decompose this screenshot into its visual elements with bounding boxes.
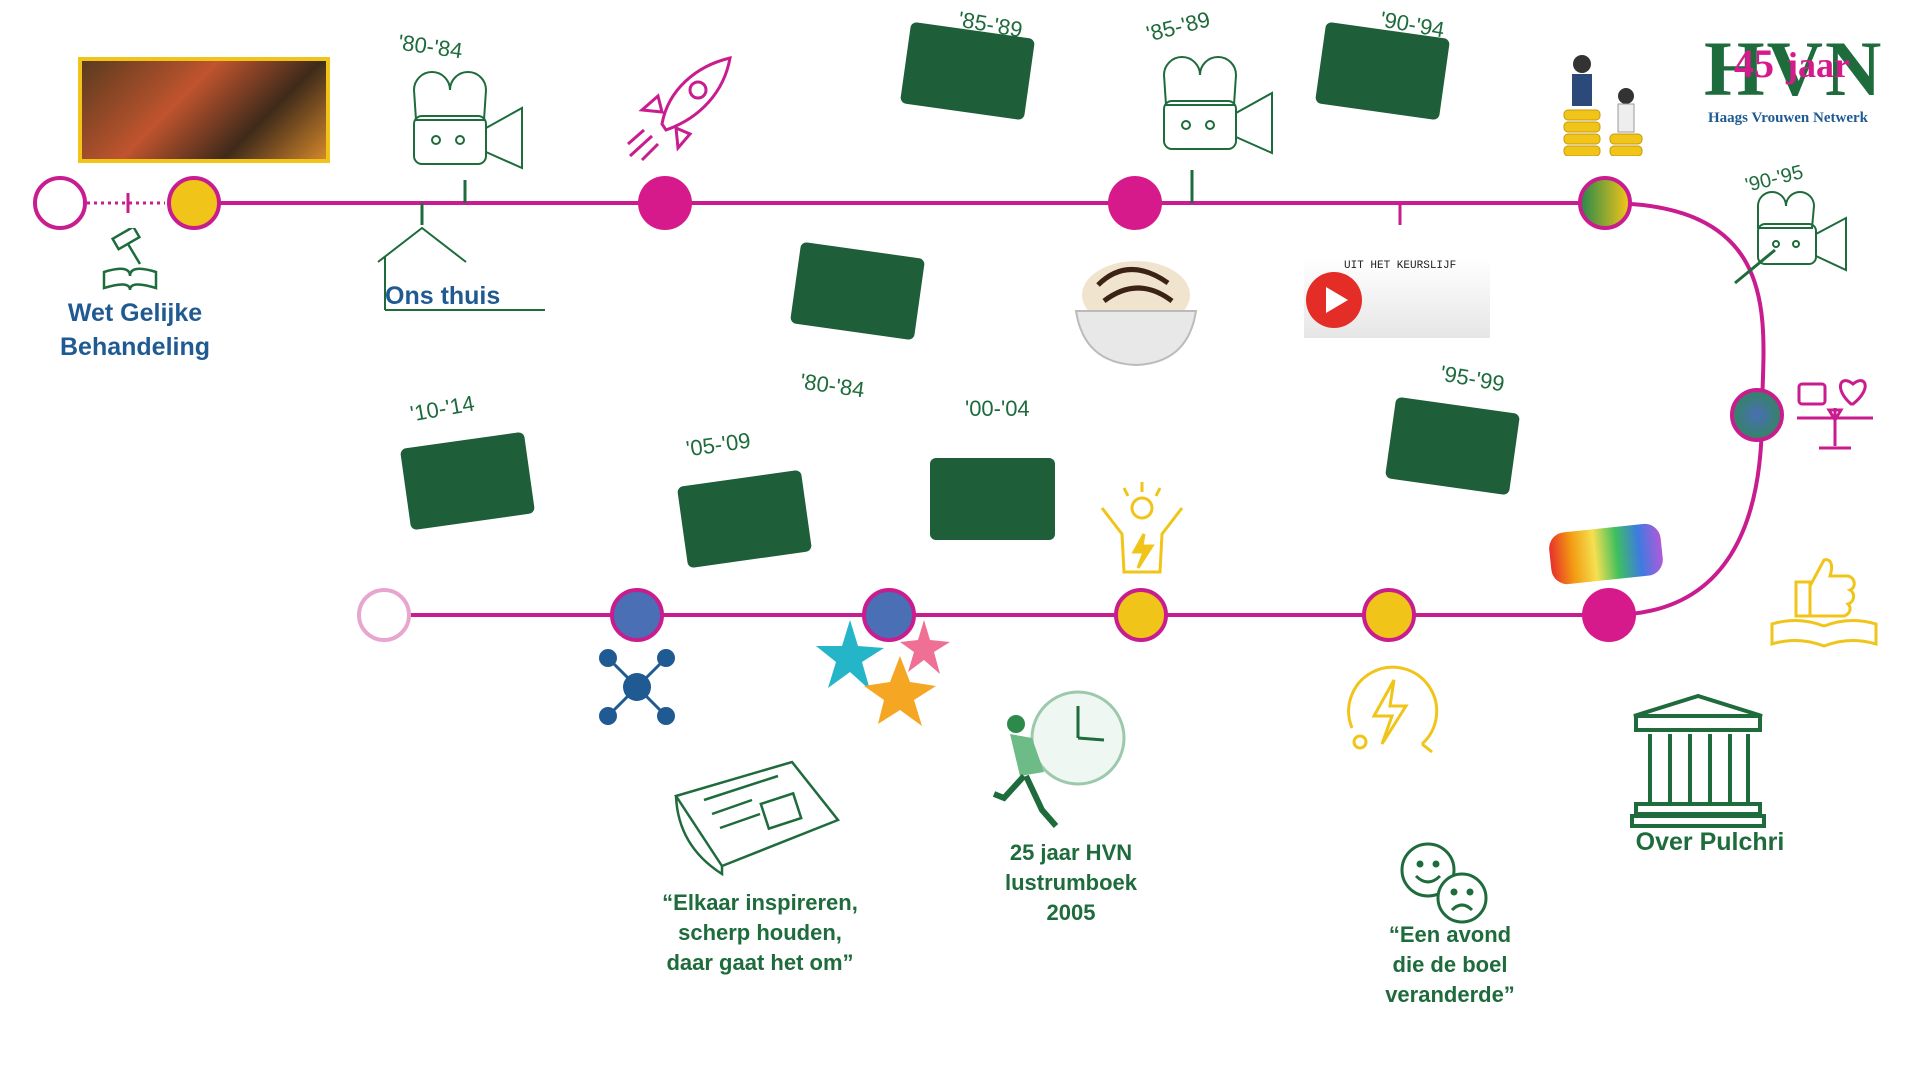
node-yellow-1[interactable] [167, 176, 221, 230]
clock-woman-icon [992, 690, 1126, 828]
logo-letters: HVN [1704, 25, 1884, 112]
gavel-book-icon [102, 228, 158, 291]
node-gradient-1[interactable] [1578, 176, 1632, 230]
label-quote-inspireren: “Elkaar inspireren, scherp houden, daar … [662, 890, 858, 975]
cassette-tape-icon [676, 469, 813, 569]
node-start[interactable] [33, 176, 87, 230]
node-gradient-2[interactable] [1730, 388, 1784, 442]
lightning-circle-icon [1347, 665, 1439, 754]
rainbow-icon [1549, 523, 1663, 585]
building-columns-icon [1630, 693, 1766, 828]
logo-number: 45 [1734, 41, 1774, 86]
house-icon [377, 226, 545, 311]
node-blue-1[interactable] [862, 588, 916, 642]
keurslijf-caption: UIT HET KEURSLIJF [1344, 260, 1457, 272]
node-yellow-3[interactable] [1114, 588, 1168, 642]
network-people-icon [599, 649, 675, 725]
node-magenta-1[interactable] [638, 176, 692, 230]
cassette-tape-icon [1384, 396, 1521, 496]
movie-camera-icon [1757, 191, 1847, 272]
starfish-icon [816, 620, 950, 726]
node-magenta-2[interactable] [1108, 176, 1162, 230]
label-quote-avond: “Een avond die de boel veranderde” [1385, 922, 1515, 1007]
person-energy-icon [1100, 482, 1184, 574]
balance-scale-icon [1797, 379, 1873, 450]
label-lustrumboek: 25 jaar HVN lustrumboek 2005 [1004, 840, 1138, 925]
happy-sad-faces-icon [1400, 842, 1488, 924]
movie-camera-icon [1162, 56, 1273, 155]
node-yellow-2[interactable] [1362, 588, 1416, 642]
node-blue-2[interactable] [610, 588, 664, 642]
label-wet-gelijke: Wet Gelijke Behandeling [59, 299, 210, 361]
node-end-faded[interactable] [357, 588, 411, 642]
logo-word: jaar [1786, 45, 1850, 85]
rocket-icon [627, 56, 732, 162]
newspaper-icon [674, 760, 841, 877]
label-ons-thuis: Ons thuis [385, 282, 501, 310]
video-play-icon[interactable]: UIT HET KEURSLIJF [1304, 258, 1490, 338]
node-magenta-3[interactable] [1582, 588, 1636, 642]
thumbs-up-book-icon [1770, 558, 1878, 648]
coins-people-icon [1563, 55, 1643, 156]
date-tape-00-04: '00-'04 [965, 396, 1030, 421]
hvn-logo: HVN 45 jaar Haags Vrouwen Netwerk [1704, 24, 1909, 134]
cassette-tape-icon [930, 458, 1055, 540]
cassette-tape-icon [789, 241, 926, 341]
logo-subtitle: Haags Vrouwen Netwerk [1708, 110, 1868, 126]
label-over-pulchri: Over Pulchri [1635, 828, 1785, 856]
movie-camera-icon [412, 71, 523, 170]
cassette-tape-icon [399, 431, 536, 531]
group-photo-icon[interactable] [78, 57, 330, 163]
ice-cream-bowl-icon [1074, 261, 1198, 367]
